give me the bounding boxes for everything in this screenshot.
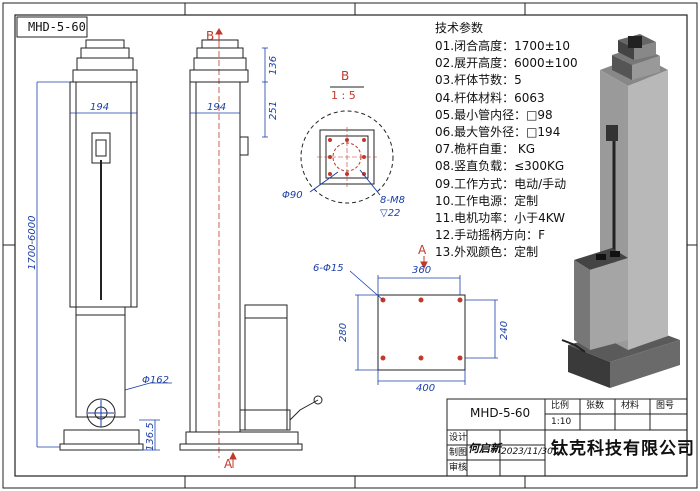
- base-right-height-dim: 240: [499, 320, 510, 340]
- spec-item: 03.杆体节数：5: [435, 73, 522, 88]
- side-width-dim: 194: [207, 102, 227, 113]
- spec-item: 10.工作电源：定制: [435, 193, 539, 208]
- title-block-design-label: 设计: [449, 433, 468, 443]
- product-isometric: [561, 34, 680, 388]
- spec-item: 11.电机功率：小于4KW: [435, 211, 566, 225]
- title-block-review-label: 审核: [449, 463, 468, 473]
- detail-b-label: B: [341, 69, 350, 83]
- front-base-dim: 136.5: [145, 422, 156, 451]
- front-height-dim: 1700-6000: [27, 215, 38, 270]
- side-top-dim-1: 136: [268, 55, 279, 75]
- title-block-company: 钛克科技有限公司: [551, 439, 695, 459]
- front-view: [59, 39, 144, 451]
- title-block-header-material: 材料: [621, 401, 640, 411]
- base-top-width-dim: 360: [412, 265, 432, 276]
- side-top-dim-2: 251: [268, 100, 279, 120]
- spec-item: 01.闭合高度：1700±10: [435, 39, 570, 53]
- detail-bolts-dim: 8-M8: [380, 195, 405, 206]
- base-holes-dim: 6-Φ15: [313, 263, 344, 274]
- base-left-height-dim: 280: [338, 322, 349, 342]
- view-a-marker: A: [418, 243, 427, 257]
- title-block-grid: [446, 398, 688, 477]
- detail-b-scale: 1 : 5: [331, 89, 356, 102]
- section-b-marker: B: [206, 29, 215, 43]
- detail-dia-dim: Φ90: [282, 190, 303, 201]
- front-motor-dim: Φ162: [142, 375, 169, 386]
- base-bottom-width-dim: 400: [416, 383, 436, 394]
- detail-depth-dim: ▽22: [380, 208, 401, 219]
- title-block-header-scale: 比例: [551, 401, 570, 411]
- base-plate-view: [377, 294, 466, 371]
- spec-item: 07.桅杆自重： KG: [435, 142, 536, 157]
- title-block-date: 2023/11/30: [501, 447, 553, 457]
- detail-b: [300, 86, 394, 204]
- section-a-marker: A: [224, 457, 233, 471]
- spec-item: 12.手动摇柄方向：F: [435, 228, 545, 243]
- spec-item: 09.工作方式：电动/手动: [435, 176, 567, 191]
- title-block-draw-label: 制图: [449, 448, 468, 458]
- title-block-signature: 何启新: [468, 442, 501, 455]
- spec-item: 08.竖直负载：≤300KG: [435, 159, 565, 174]
- code-box: [16, 16, 88, 38]
- spec-item: 04.杆体材料：6063: [435, 90, 545, 105]
- side-view: [179, 33, 323, 458]
- spec-item: 02.展开高度：6000±100: [435, 56, 578, 71]
- drawing-code-top: MHD-5-60: [28, 20, 86, 34]
- spec-item: 06.最大管外径：□194: [435, 125, 561, 139]
- spec-title: 技术参数: [435, 21, 484, 35]
- title-block-scale-value: 1:10: [551, 417, 572, 427]
- spec-item: 05.最小管内径：□98: [435, 107, 553, 122]
- title-block-header-sheets: 张数: [586, 401, 605, 411]
- spec-item: 13.外观颜色：定制: [435, 245, 539, 260]
- title-block-header-drawing-no: 图号: [656, 401, 675, 411]
- title-block-drawing-name: MHD-5-60: [470, 406, 531, 420]
- front-width-dim: 194: [90, 102, 110, 113]
